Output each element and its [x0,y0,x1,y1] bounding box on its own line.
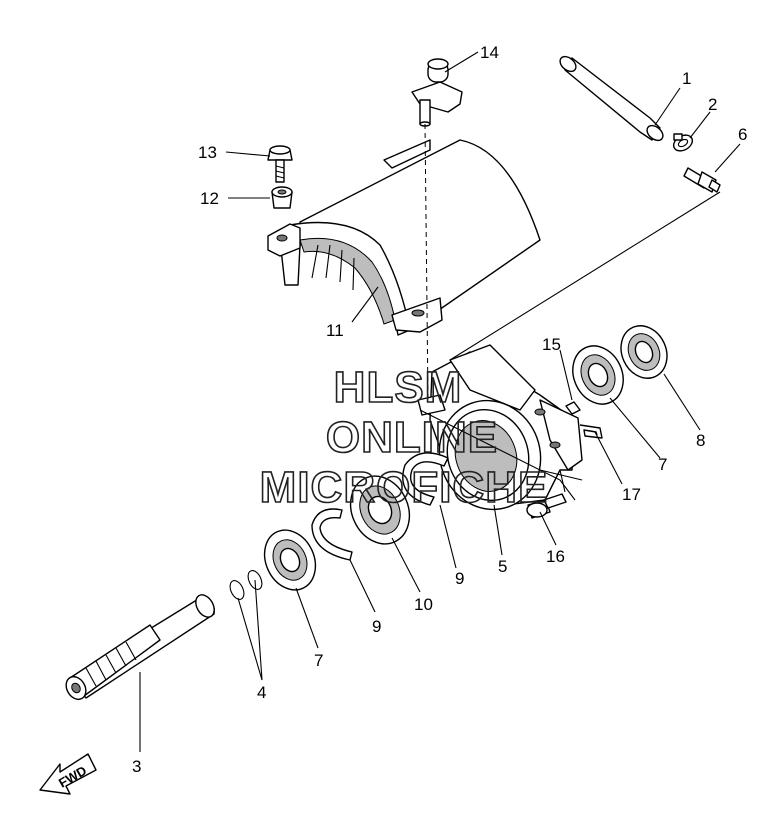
callout-numbers: 1 2 6 14 13 12 11 15 8 7 17 5 16 9 10 9 … [132,43,747,776]
part-12-collar [271,186,293,209]
callout-9-upper: 9 [455,569,464,588]
callout-15: 15 [542,335,561,354]
part-1-tube [559,55,664,142]
part-15-pin [565,401,581,415]
callout-14: 14 [480,43,499,62]
part-7-bearing-lower [263,529,317,591]
part-10-bearing [349,475,411,545]
leader-lines [139,51,741,752]
callout-8: 8 [696,431,705,450]
part-8-bearing [620,325,668,379]
callout-6: 6 [738,125,747,144]
callout-13: 13 [198,143,217,162]
callout-3: 3 [132,757,141,776]
callout-2: 2 [708,95,717,114]
callout-5: 5 [498,557,507,576]
watermark-line-2: ONLINE [326,413,498,462]
callout-4: 4 [257,683,266,702]
callout-7-lower: 7 [314,651,323,670]
watermark-line-1: HLSM [334,363,463,412]
callout-16: 16 [546,547,565,566]
part-16-bolt [526,493,567,519]
part-7-bearing-upper [572,345,624,405]
fwd-arrow: FWD [39,753,97,795]
watermark-line-3: MICROFICHE [260,463,549,512]
part-4-o-rings [229,570,263,600]
part-6-nipple [683,167,721,193]
callout-9-lower: 9 [372,617,381,636]
part-5-housing [417,344,583,511]
part-17-key [579,424,603,439]
callout-12: 12 [200,189,219,208]
assembly-lines [419,123,721,501]
part-13-bolt [267,145,293,183]
part-2-clamp [672,133,694,152]
callout-10: 10 [414,595,433,614]
part-9-circlip-upper [402,452,449,506]
part-9-circlip-lower [311,508,353,561]
part-3-shaft [65,594,215,701]
watermark: HLSM ONLINE MICROFICHE [259,362,549,513]
part-14-fitting [411,58,463,127]
callout-7-upper: 7 [658,455,667,474]
callout-1: 1 [682,69,691,88]
part-11-cover [267,139,541,336]
callout-17: 17 [622,485,641,504]
callout-11: 11 [326,321,344,340]
